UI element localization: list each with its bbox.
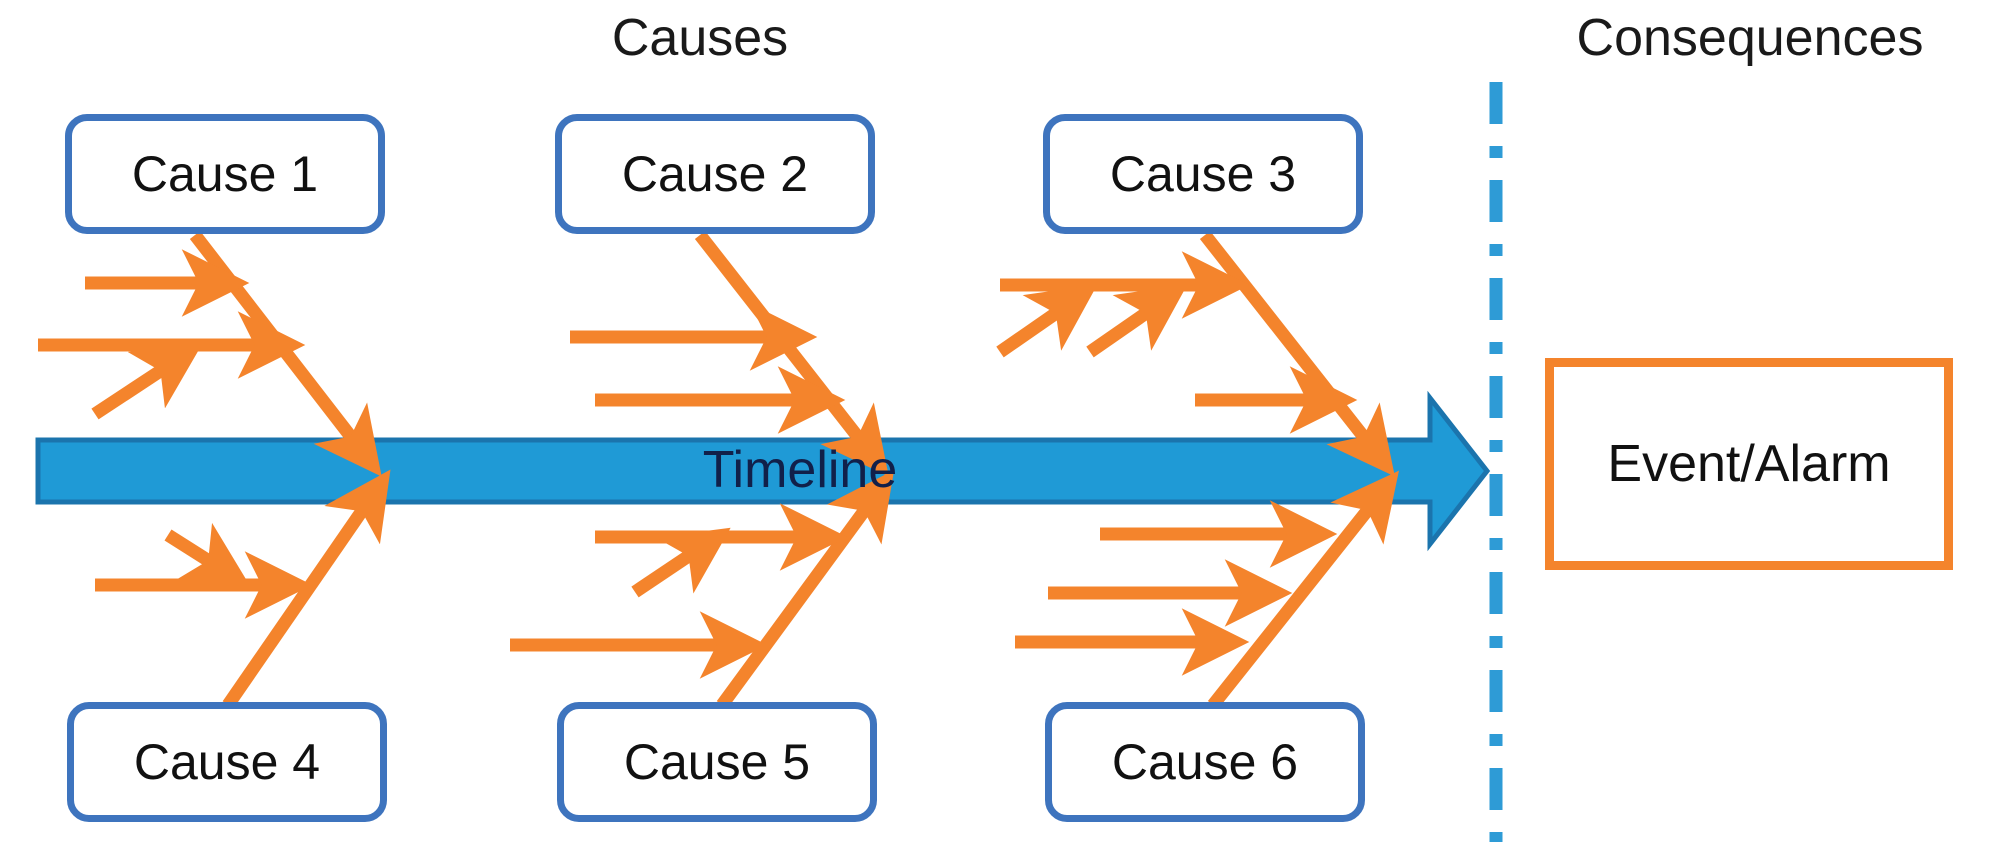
contributing-arrows-cause-6 (1015, 500, 1338, 676)
causes-section-title: Causes (611, 9, 789, 67)
contributing-arrow (164, 522, 252, 588)
cause-box-2[interactable]: Cause 2 (555, 114, 875, 234)
contributing-arrows-cause-5 (510, 503, 848, 679)
event-alarm-box[interactable]: Event/Alarm (1545, 358, 1953, 570)
cause-box-3[interactable]: Cause 3 (1043, 114, 1363, 234)
cause-spine-group-upper (189, 230, 1395, 477)
contributing-arrow (1086, 284, 1188, 358)
contributing-arrow (996, 284, 1098, 358)
cause-box-4[interactable]: Cause 4 (67, 702, 387, 822)
spine-cause-2 (694, 230, 889, 477)
spine-cause-4 (222, 469, 391, 709)
contributing-arrows-cause-1 (38, 249, 306, 420)
timeline-arrow (35, 390, 1491, 552)
contributing-arrows-cause-2 (570, 303, 846, 434)
contributing-arrow (631, 527, 731, 598)
cause-box-6[interactable]: Cause 6 (1045, 702, 1365, 822)
cause-box-5[interactable]: Cause 5 (557, 702, 877, 822)
spine-cause-3 (1199, 230, 1395, 477)
timeline-arrow-shape (35, 390, 1491, 552)
consequences-section-title: Consequences (1576, 9, 1924, 67)
spine-cause-5 (716, 469, 895, 709)
contributing-arrows-cause-3 (996, 251, 1358, 434)
contributing-arrow (91, 342, 203, 420)
contributing-arrows-cause-4 (95, 522, 313, 619)
cause-box-1[interactable]: Cause 1 (65, 114, 385, 234)
